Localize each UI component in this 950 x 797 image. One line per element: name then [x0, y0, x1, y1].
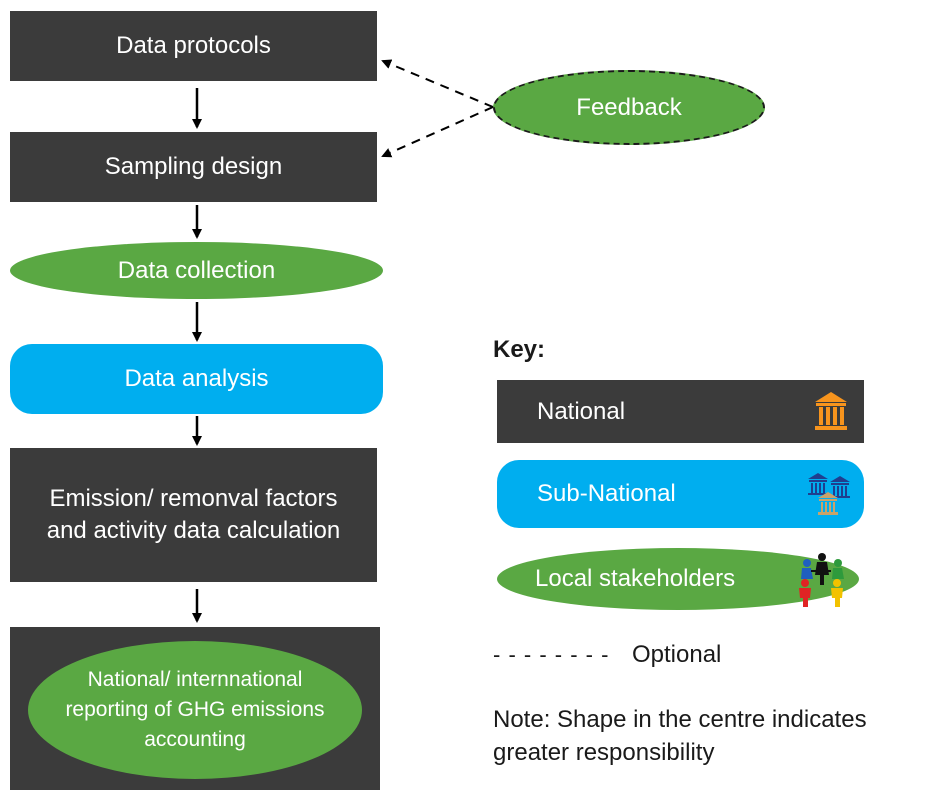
key-sub-national-pill: Sub-National	[497, 460, 864, 528]
feedback-arrow-to-protocols	[381, 59, 494, 108]
feedback-label: Feedback	[576, 93, 682, 121]
building-icon	[814, 391, 848, 440]
emission-factors-box: Emission/ remonval factors and activity …	[10, 448, 377, 582]
data-protocols-box: Data protocols	[10, 11, 377, 81]
key-optional-dashes: - - - - - - - -	[493, 642, 610, 667]
reporting-ellipse: National/ internnational reporting of GH…	[28, 641, 362, 779]
note-text: Note: Shape in the centre indicates grea…	[493, 706, 867, 766]
key-title: Key:	[493, 336, 546, 363]
data-analysis-label: Data analysis	[124, 365, 269, 392]
key-optional-label: Optional	[632, 641, 722, 668]
data-collection-ellipse: Data collection	[10, 242, 383, 299]
key-national-box: National	[497, 380, 864, 443]
feedback-arrow-to-sampling	[381, 106, 494, 158]
key-local-ellipse: Local stakeholders	[497, 548, 859, 610]
feedback-ellipse: Feedback	[493, 70, 765, 145]
data-collection-label: Data collection	[117, 256, 276, 284]
key-sub-national-label: Sub-National	[537, 480, 676, 507]
reporting-label: National/ internnational reporting of GH…	[65, 668, 325, 751]
data-protocols-label: Data protocols	[116, 32, 271, 59]
sampling-design-label: Sampling design	[104, 153, 283, 180]
emission-factors-label: Emission/ remonval factors and activity …	[46, 485, 341, 544]
sampling-design-box: Sampling design	[10, 132, 377, 202]
data-analysis-pill: Data analysis	[10, 344, 383, 414]
reporting-box: National/ internnational reporting of GH…	[10, 627, 380, 790]
people-circle-icon	[791, 551, 853, 616]
buildings-icon	[806, 472, 852, 523]
key-national-label: National	[537, 397, 626, 425]
key-local-label: Local stakeholders	[535, 565, 736, 592]
